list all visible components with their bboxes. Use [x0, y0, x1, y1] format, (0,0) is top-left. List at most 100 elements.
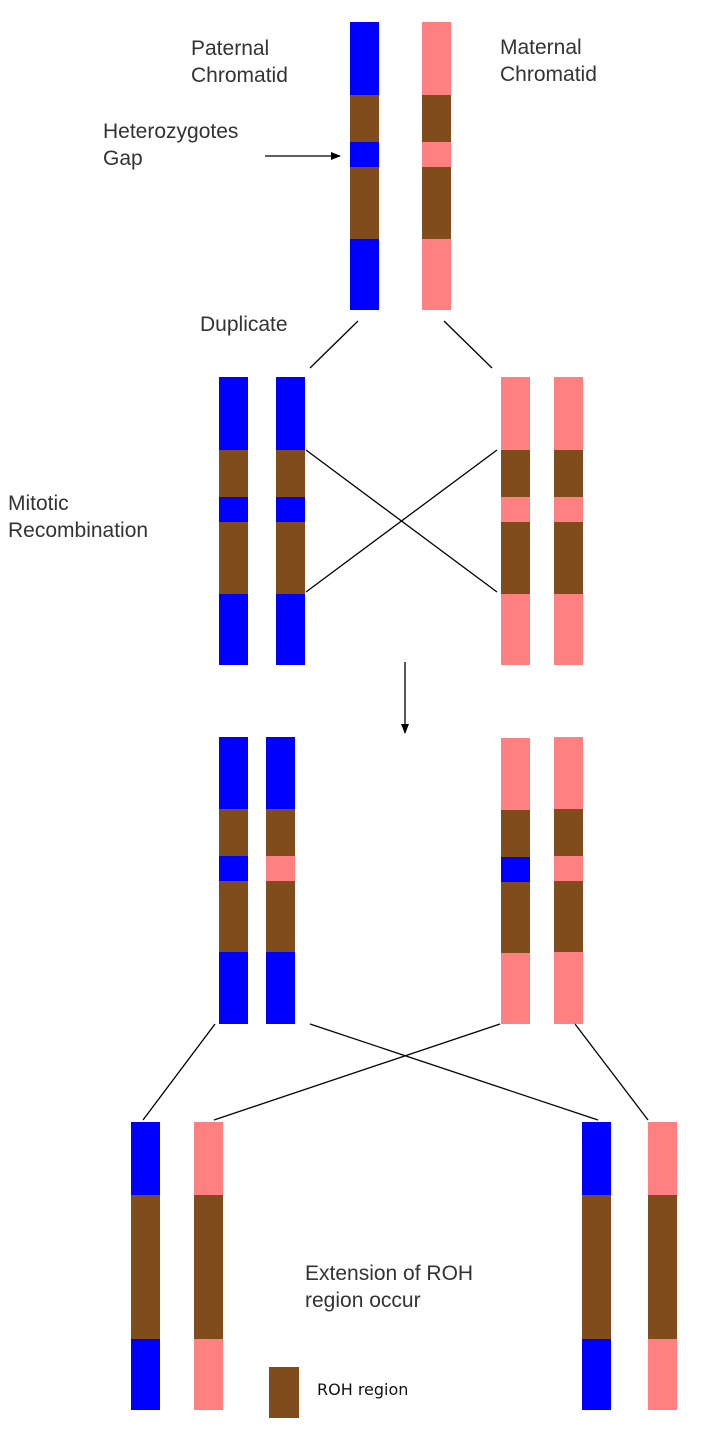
roh-segment — [219, 881, 248, 952]
roh-segment — [266, 809, 295, 856]
roh-extension-label: region occur — [305, 1289, 421, 1312]
stage-recombined — [219, 737, 583, 1024]
roh-segment — [501, 882, 530, 953]
maternal-segment — [554, 594, 583, 665]
maternal-segment — [501, 738, 530, 810]
roh-extension-label: Extension of ROH — [305, 1262, 473, 1285]
paternal-segment — [131, 1339, 160, 1410]
maternal-segment — [422, 239, 451, 310]
paternal-segment — [501, 857, 530, 882]
roh-segment — [554, 881, 583, 952]
segregation-line — [213, 1023, 501, 1121]
legend-roh-swatch — [269, 1367, 299, 1418]
maternal-segment — [422, 22, 451, 95]
maternal-segment — [554, 737, 583, 809]
paternal-segment — [350, 22, 379, 95]
roh-segment — [554, 809, 583, 856]
paternal-segment — [582, 1122, 611, 1195]
recombinant-paternal-chromatid — [266, 737, 295, 1024]
roh-segment — [219, 809, 248, 856]
paternal-segment — [276, 377, 305, 450]
recombinant-maternal-chromatid — [501, 738, 530, 1024]
duplicate-connector — [309, 320, 359, 369]
maternal-segment — [648, 1122, 677, 1195]
paternal-segment — [582, 1339, 611, 1410]
roh-segment — [219, 450, 248, 497]
roh-segment — [648, 1195, 677, 1339]
roh-segment — [554, 522, 583, 594]
paternal-segment — [219, 737, 248, 809]
paternal-segment — [276, 594, 305, 665]
roh-segment — [350, 167, 379, 239]
roh-segment — [554, 450, 583, 497]
segregation-line — [309, 1023, 599, 1121]
heterozygote-gap-segment — [350, 142, 379, 167]
maternal-segment — [554, 856, 583, 881]
paternal-sister-chromatid — [276, 377, 305, 665]
paternal-segment — [350, 239, 379, 310]
maternal-chromatid-label: Chromatid — [500, 63, 597, 86]
roh-segment — [276, 450, 305, 497]
mitotic-recombination-label: Recombination — [8, 519, 148, 542]
stage-duplicated: Mitotic Recombination — [8, 377, 583, 665]
crossover-line — [305, 449, 498, 593]
duplicate-label: Duplicate — [200, 313, 288, 336]
paternal-sister-chromatid — [219, 377, 248, 665]
roh-segment — [501, 450, 530, 497]
paternal-segment — [219, 856, 248, 881]
paternal-segment — [219, 497, 248, 522]
maternal-segment — [194, 1122, 223, 1195]
maternal-segment — [266, 856, 295, 881]
heterozygotes-gap-label: Heterozygotes — [103, 120, 238, 143]
maternal-segment — [501, 594, 530, 665]
paternal-chromatid-label: Chromatid — [191, 64, 288, 87]
paternal-chromatid — [350, 22, 379, 310]
roh-segment — [582, 1195, 611, 1339]
segregation-line — [142, 1023, 216, 1121]
maternal-segment — [501, 497, 530, 522]
roh-segment — [422, 167, 451, 239]
stage-original: Paternal Chromatid Maternal Chromatid He… — [103, 22, 597, 310]
roh-segment — [422, 95, 451, 142]
daughter-paternal-chromatid — [582, 1122, 611, 1410]
maternal-segment — [554, 377, 583, 450]
maternal-segment — [648, 1339, 677, 1410]
paternal-segment — [266, 952, 295, 1024]
paternal-segment — [276, 497, 305, 522]
roh-segment — [501, 810, 530, 857]
daughter-maternal-chromatid — [648, 1122, 677, 1410]
maternal-segment — [501, 953, 530, 1024]
heterozygotes-gap-label: Gap — [103, 147, 143, 170]
segregation-line — [574, 1023, 649, 1121]
roh-segment — [266, 881, 295, 952]
paternal-segment — [219, 377, 248, 450]
paternal-segment — [219, 594, 248, 665]
maternal-sister-chromatid — [501, 377, 530, 665]
paternal-chromatid-label: Paternal — [191, 37, 269, 60]
maternal-segment — [194, 1339, 223, 1410]
legend: ROH region — [269, 1367, 408, 1418]
maternal-chromatid-label: Maternal — [500, 36, 582, 59]
paternal-segment — [131, 1122, 160, 1195]
mitotic-recombination-label: Mitotic — [8, 492, 69, 515]
heterozygote-gap-segment — [422, 142, 451, 167]
legend-roh-label: ROH region — [317, 1380, 408, 1399]
paternal-chromatid — [219, 737, 248, 1024]
duplicate-connector — [443, 320, 493, 369]
maternal-sister-chromatid — [554, 377, 583, 665]
roh-segment — [501, 522, 530, 594]
paternal-segment — [266, 737, 295, 809]
daughter-paternal-chromatid — [131, 1122, 160, 1410]
maternal-segment — [554, 952, 583, 1024]
maternal-chromatid — [422, 22, 451, 310]
daughter-maternal-chromatid — [194, 1122, 223, 1410]
roh-segment — [194, 1195, 223, 1339]
roh-segment — [219, 522, 248, 594]
maternal-chromatid — [554, 737, 583, 1024]
roh-segment — [131, 1195, 160, 1339]
roh-segment — [276, 522, 305, 594]
stage-daughter-cells: Extension of ROH region occur — [131, 1122, 677, 1410]
maternal-segment — [501, 377, 530, 450]
maternal-segment — [554, 497, 583, 522]
